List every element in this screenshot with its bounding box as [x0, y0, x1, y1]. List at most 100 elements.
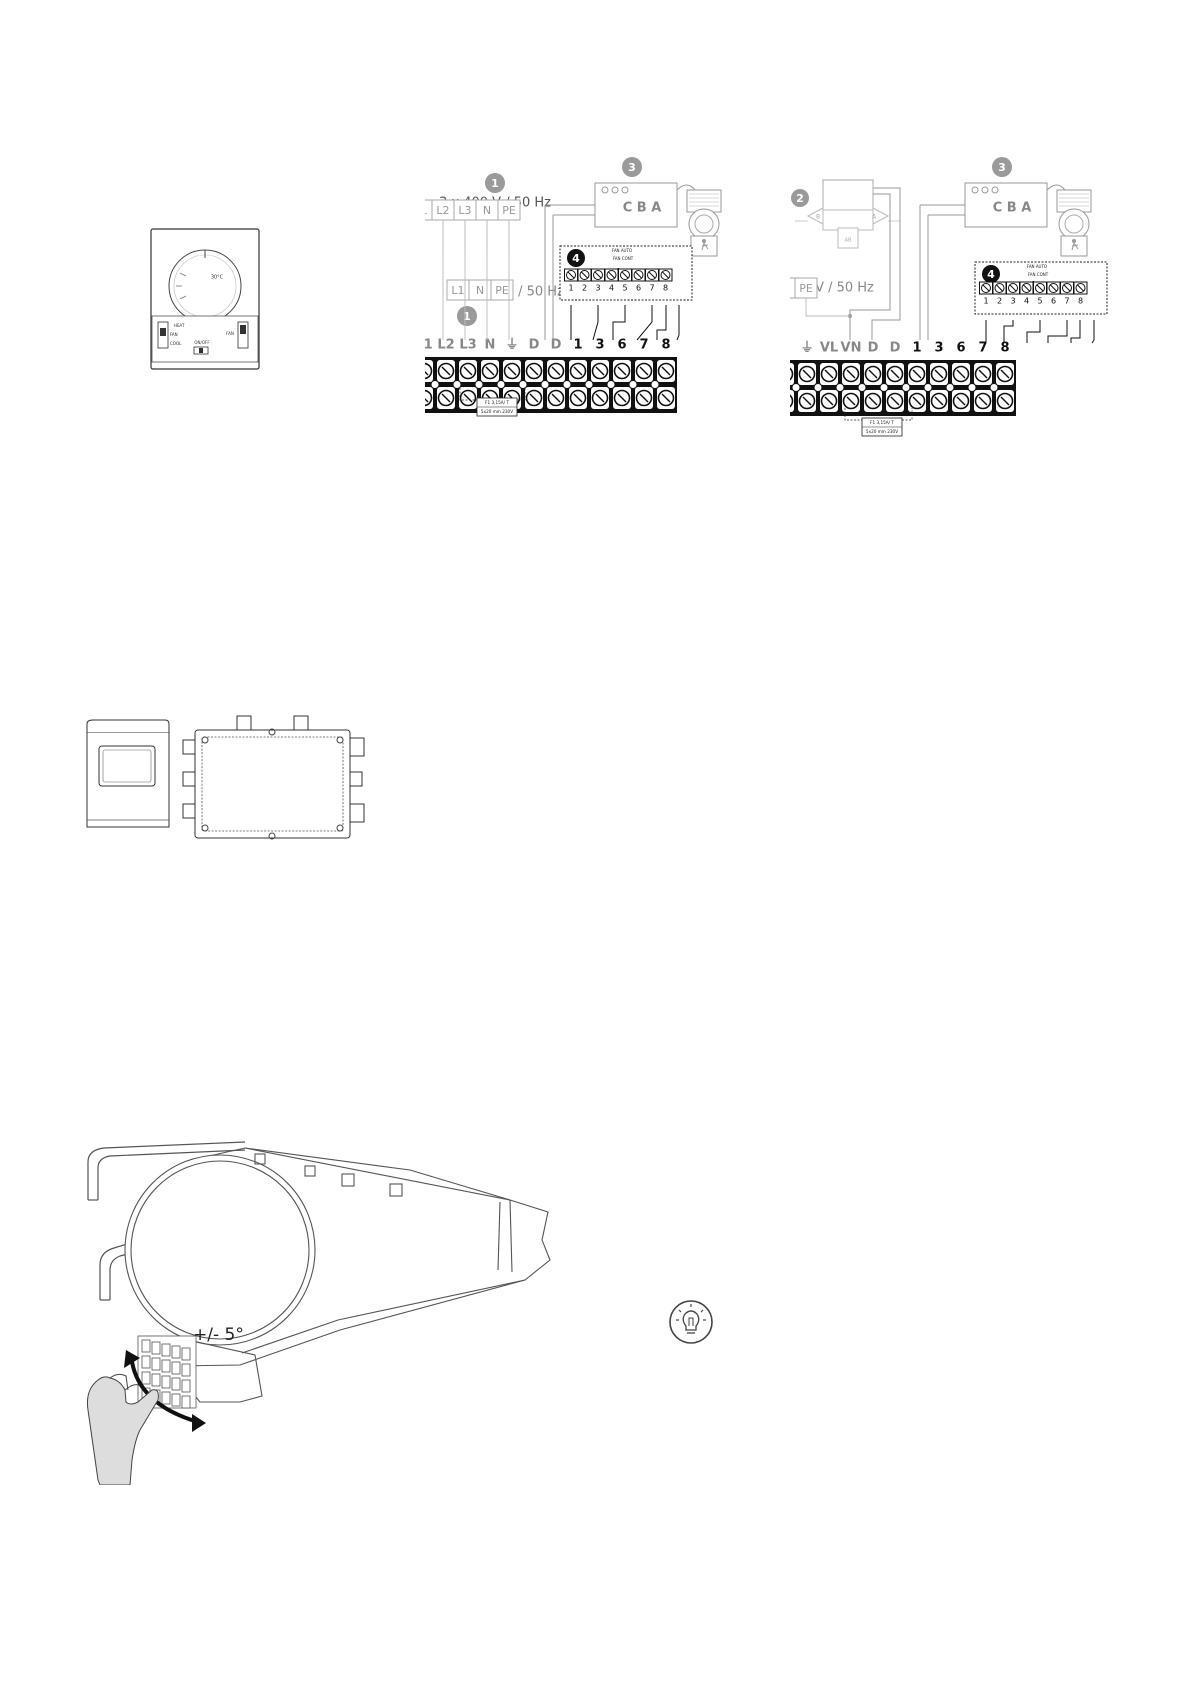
relay-num-7: 7 — [1064, 297, 1069, 306]
terminal-label-7: 1 — [912, 341, 921, 356]
relay-terminal-8: 8 — [1073, 281, 1088, 306]
relay-num-1: 1 — [983, 297, 988, 306]
relay-num-1: 1 — [568, 284, 573, 293]
onoff-label: ON/OFF — [194, 340, 210, 345]
relay-num-8: 8 — [1078, 297, 1083, 306]
relay-num-3: 3 — [1010, 297, 1015, 306]
terminal-label-6: D — [551, 338, 562, 353]
terminal-label-5: D — [868, 341, 879, 356]
angle-label: +/- 5° — [193, 1325, 244, 1345]
fan-auto-label: FAN AUTO — [612, 248, 632, 253]
unit-body — [124, 1147, 551, 1403]
relay-num-7: 7 — [649, 284, 654, 293]
badge-2: 2 — [791, 189, 809, 207]
fan-cont-label: FAN CONT — [613, 256, 634, 261]
svg-text:AB: AB — [845, 238, 852, 244]
fuse-label-1: F1 3,15A/ T — [485, 400, 509, 405]
mounting-bracket — [87, 1141, 246, 1301]
svg-text:B: B — [816, 214, 820, 221]
fan-switch[interactable] — [237, 321, 249, 349]
relay-num-4: 4 — [609, 284, 614, 293]
relay-terminal-5: 5 — [618, 268, 632, 293]
terminal-label-8: 3 — [934, 341, 943, 356]
badge-1-top: 1 — [485, 173, 505, 193]
sensor-cba-label-right: C B A — [993, 201, 1032, 216]
supply-3ph-cell-l1: L1 — [425, 204, 428, 217]
terminal-label-9: 6 — [956, 341, 965, 356]
relay-terminal-8: 8 — [658, 268, 673, 293]
junction-box — [182, 715, 365, 840]
wiring-diagram-three-phase: 1 3 x 400 V / 50 Hz L1L2L3NPE 230 V / 50… — [425, 157, 722, 417]
supply-3ph-cell-pe: PE — [502, 204, 516, 217]
fan-auto-label-right: FAN AUTO — [1027, 264, 1047, 269]
relay-terminal-2: 2 — [992, 281, 1007, 306]
svg-text:2: 2 — [796, 192, 804, 205]
supply-1ph-cell-pe: PE — [495, 284, 509, 297]
sensor-cba-label: C B A — [623, 201, 662, 216]
relay-terminal-6: 6 — [631, 268, 646, 293]
supply-1ph-box: L1 N PE — [446, 279, 514, 301]
mechanical-thermostat: 30°C HEAT FAN COOL ON/OFF FAN — [150, 228, 260, 370]
terminal-label-8: 3 — [595, 338, 604, 353]
relay-terminal-4: 4 — [1019, 281, 1034, 306]
relay-num-8: 8 — [663, 284, 668, 293]
supply-1ph-cell-l1: L1 — [451, 284, 464, 297]
svg-text:4: 4 — [572, 252, 580, 265]
terminal-label-2: L3 — [459, 338, 476, 353]
terminal-label-11: 8 — [661, 338, 670, 353]
relay-terminal-1: 1 — [979, 281, 993, 306]
svg-text:A: A — [872, 214, 877, 221]
terminal-label-1: L2 — [437, 338, 454, 353]
temperature-dial: 30°C — [168, 249, 242, 323]
tip-lightbulb-icon — [669, 1300, 713, 1344]
badge-3-right: 3 — [992, 157, 1012, 177]
svg-text:4: 4 — [987, 268, 995, 281]
fuse-label-2: 5x20 mm 230V — [481, 409, 513, 414]
terminal-label-2: ⏚ — [800, 341, 813, 356]
svg-text:3: 3 — [998, 161, 1006, 174]
terminal-label-9: 6 — [617, 338, 626, 353]
wall-control-unit — [86, 719, 170, 828]
relay-terminal-7: 7 — [1060, 281, 1074, 306]
terminal-label-4: ⏚ — [505, 338, 518, 353]
badge-4-right: 4 — [982, 265, 1000, 283]
relay-num-2: 2 — [582, 284, 587, 293]
mode-fan-label: FAN — [170, 332, 178, 337]
terminal-label-7: 1 — [573, 338, 582, 353]
badge-3: 3 — [622, 157, 642, 177]
control-panel-and-junction-box — [86, 715, 365, 840]
supply-3ph-cell-l3: L3 — [458, 204, 471, 217]
relay-terminal-7: 7 — [645, 268, 659, 293]
terminal-label-4: VN — [841, 341, 862, 356]
badge-1-mid: 1 — [457, 306, 477, 326]
relay-num-6: 6 — [1051, 297, 1056, 306]
badge-4: 4 — [567, 249, 585, 267]
valve-actuator-icon: B A AB — [795, 179, 900, 249]
relay-num-6: 6 — [636, 284, 641, 293]
relay-num-3: 3 — [595, 284, 600, 293]
terminal-label-11: 8 — [1000, 341, 1009, 356]
supply-3ph-cell-n: N — [483, 204, 491, 217]
relay-num-2: 2 — [997, 297, 1002, 306]
hand-icon — [87, 1373, 159, 1485]
terminal-label-10: 7 — [978, 341, 987, 356]
svg-text:3: 3 — [628, 161, 636, 174]
terminal-label-0: L1 — [425, 338, 433, 353]
sensor-terminal-block — [594, 182, 678, 228]
relay-num-5: 5 — [1037, 297, 1042, 306]
fuse-label-1-right: F1 3,15A/ T — [870, 420, 894, 425]
svg-text:1: 1 — [463, 310, 471, 323]
dial-temp-label: 30°C — [211, 275, 224, 281]
terminal-label-6: D — [890, 341, 901, 356]
supply-1ph-cell-n: N — [476, 284, 484, 297]
terminal-label-3: N — [485, 338, 496, 353]
air-curtain-unit: +/- 5° — [87, 1141, 551, 1485]
terminal-label-10: 7 — [639, 338, 648, 353]
fan-cont-label-right: FAN CONT — [1028, 272, 1049, 277]
motion-sensor-icon-right — [1046, 184, 1092, 257]
terminal-label-3: VL — [820, 341, 838, 356]
svg-text:1: 1 — [491, 177, 499, 190]
